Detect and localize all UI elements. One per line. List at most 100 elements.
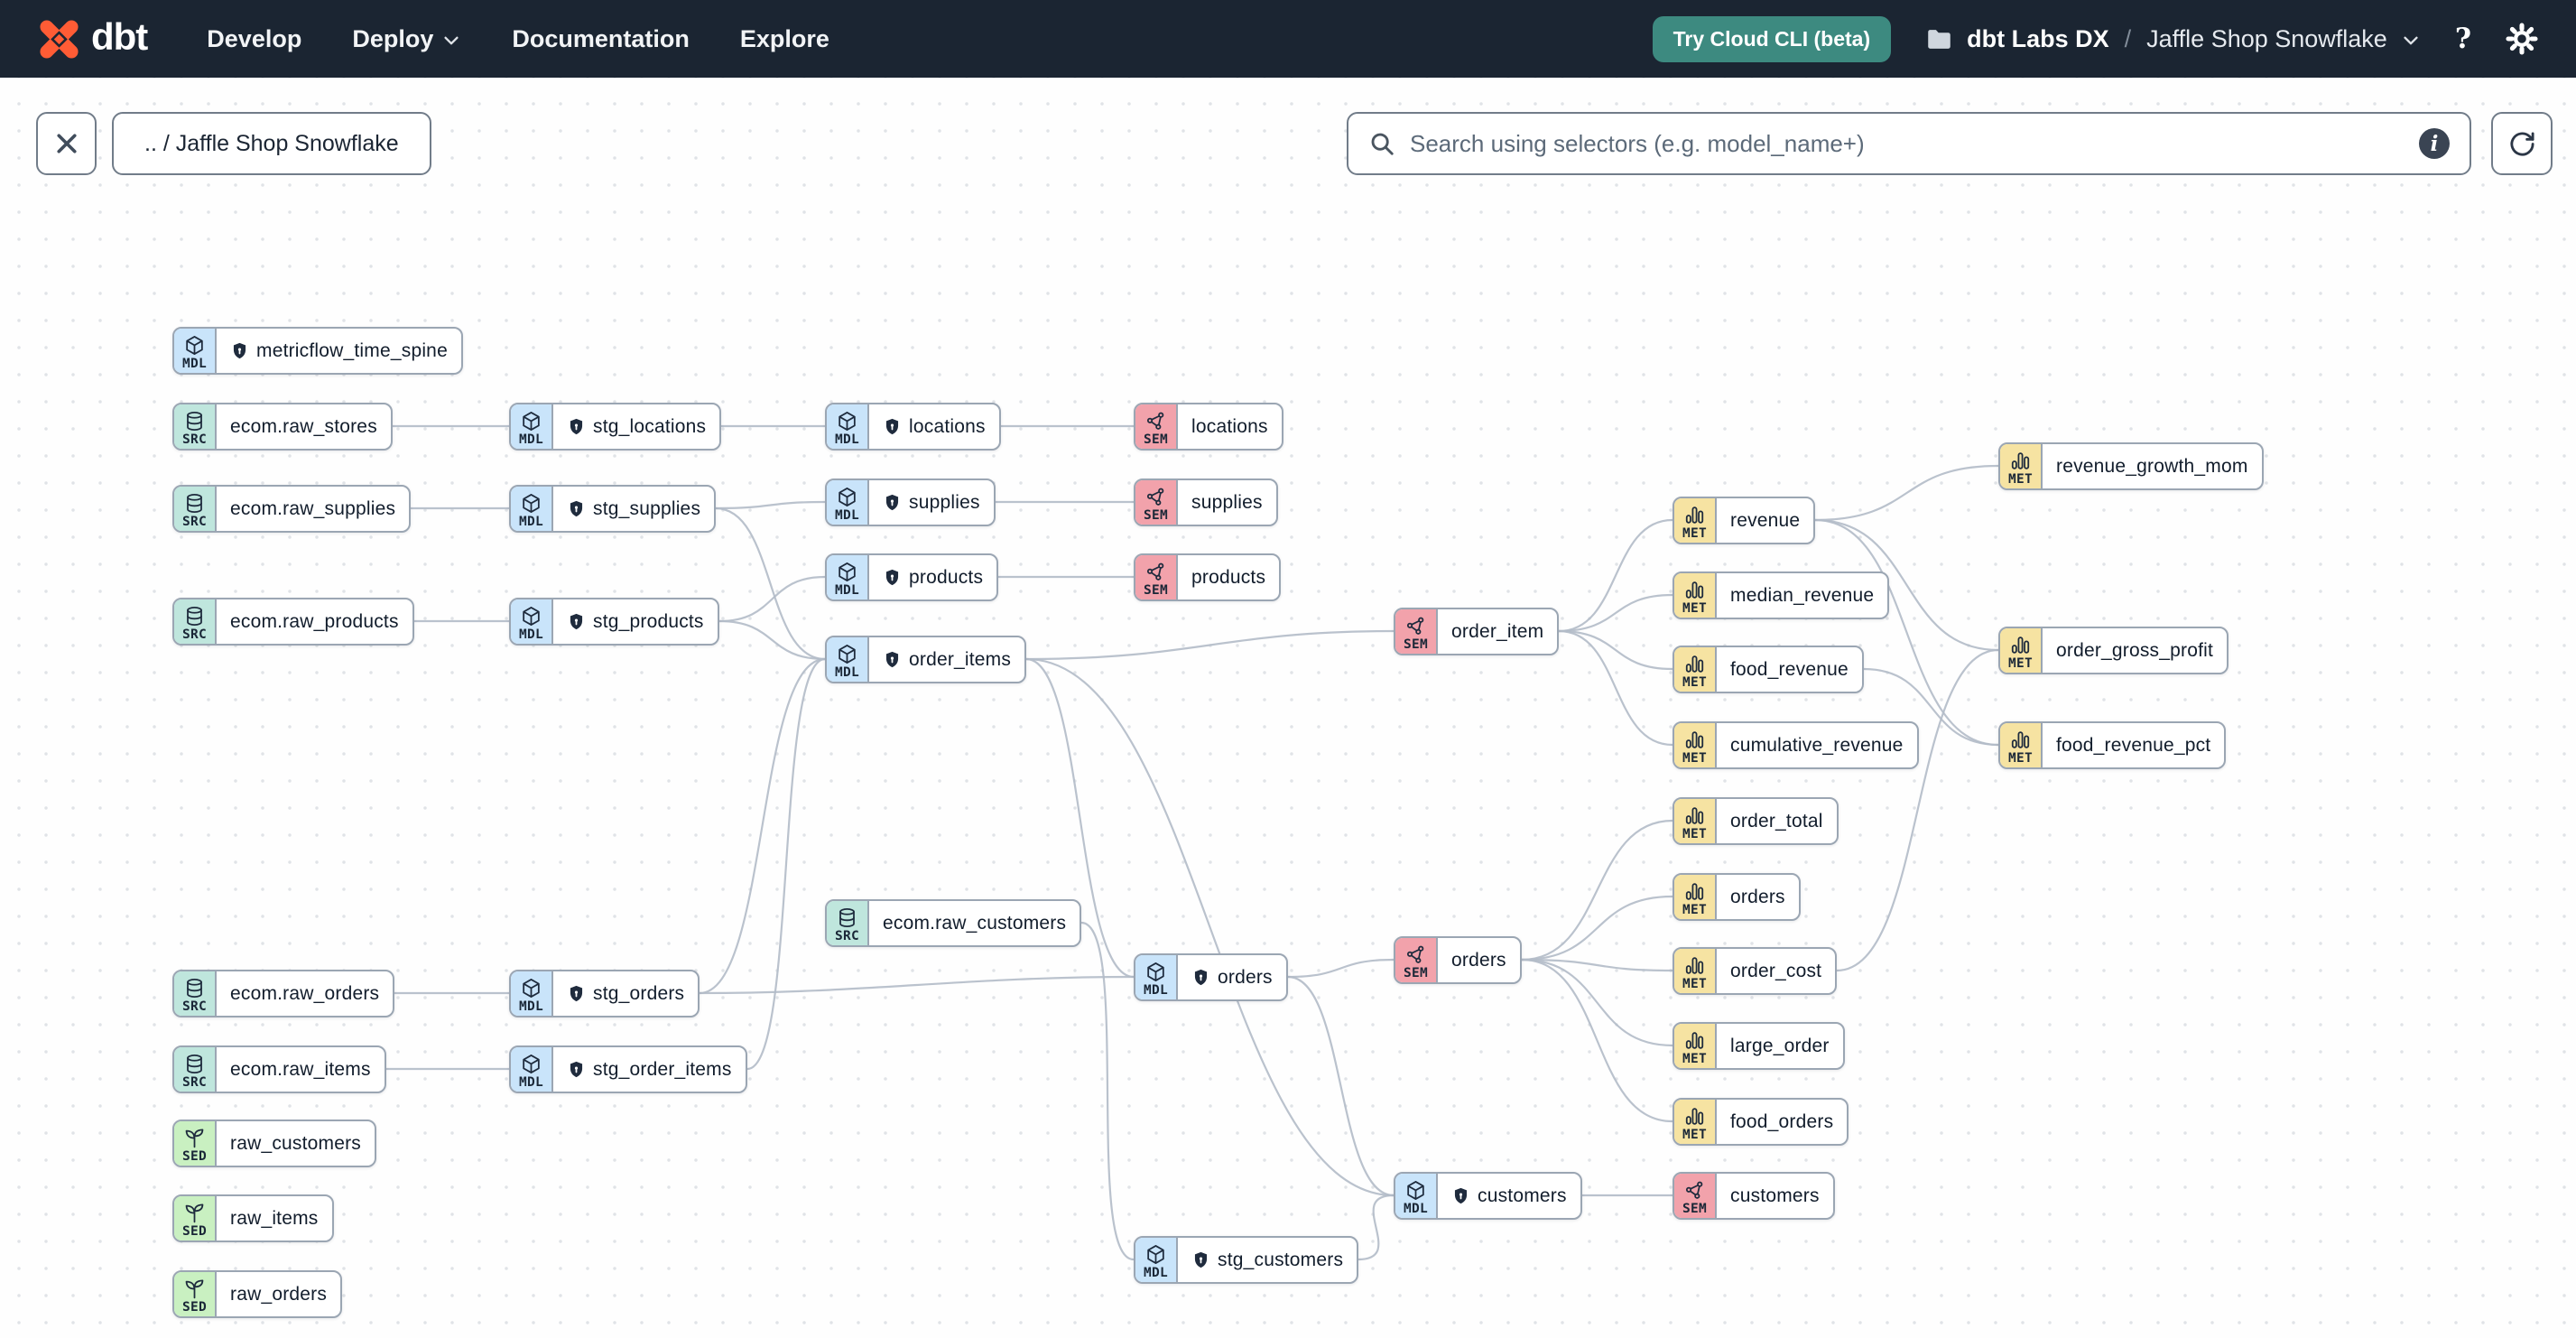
lineage-edge <box>1521 895 1673 962</box>
metric-bars-icon <box>1683 804 1706 827</box>
database-icon <box>183 410 206 432</box>
node-label: metricflow_time_spine <box>217 329 461 373</box>
node-type-tag: SEM <box>1682 1201 1708 1216</box>
nav-item-deploy[interactable]: Deploy <box>352 25 461 53</box>
node-name: locations <box>909 415 986 437</box>
search-input[interactable] <box>1410 129 2405 158</box>
info-icon[interactable]: i <box>2419 128 2450 159</box>
lineage-node-sem_customers[interactable]: SEM customers <box>1673 1172 1835 1220</box>
node-label: food_revenue_pct <box>2043 723 2224 767</box>
node-type-badge: MET <box>1674 498 1717 543</box>
close-lineage-button[interactable] <box>36 112 97 175</box>
node-label: locations <box>1178 404 1282 449</box>
node-type-tag: MET <box>1682 674 1708 690</box>
lineage-node-mdl_order_items[interactable]: MDL order_items <box>825 636 1027 683</box>
help-icon[interactable]: ? <box>2454 23 2471 55</box>
navbar-right: Try Cloud CLI (beta) dbt Labs DX / Jaffl… <box>1652 15 2538 62</box>
lineage-edge <box>718 575 826 623</box>
breadcrumb[interactable]: .. / Jaffle Shop Snowflake <box>112 112 431 175</box>
project-switcher[interactable]: dbt Labs DX / Jaffle Shop Snowflake <box>1925 25 2421 53</box>
lineage-edge <box>1287 975 1395 1197</box>
cube-icon <box>1404 1179 1427 1202</box>
node-label: order_items <box>869 637 1024 682</box>
node-name: supplies <box>909 491 980 513</box>
node-name: ecom.raw_stores <box>230 415 377 437</box>
node-type-badge: MET <box>1674 723 1717 767</box>
semantic-model-icon <box>1144 410 1167 432</box>
node-label: stg_supplies <box>553 487 714 531</box>
node-name: stg_orders <box>593 982 685 1004</box>
node-name: large_order <box>1730 1035 1830 1056</box>
semantic-model-icon <box>1404 943 1427 966</box>
node-type-badge: SRC <box>174 1047 217 1092</box>
nav-item-explore[interactable]: Explore <box>739 24 829 52</box>
node-label: ecom.raw_orders <box>217 971 393 1016</box>
lineage-edge <box>1814 518 1999 652</box>
lineage-node-sem_order_item[interactable]: SEM order_item <box>1394 608 1560 655</box>
node-type-tag: SEM <box>1403 636 1429 652</box>
close-icon <box>56 134 77 153</box>
node-type-badge: MET <box>2000 628 2043 673</box>
lineage-edge <box>1558 629 1673 671</box>
nav-item-develop[interactable]: Develop <box>207 24 302 52</box>
node-label: order_cost <box>1717 949 1835 993</box>
node-name: order_item <box>1451 620 1544 642</box>
gear-icon[interactable] <box>2506 23 2538 55</box>
refresh-button[interactable] <box>2491 112 2553 175</box>
node-type-tag: MDL <box>518 627 544 642</box>
dbt-logo[interactable]: dbt <box>38 18 148 60</box>
node-name: orders <box>1218 966 1273 988</box>
lineage-edge <box>1521 958 1673 1123</box>
node-name: raw_orders <box>230 1283 328 1305</box>
node-type-badge: SRC <box>174 971 217 1016</box>
nav-item-documentation[interactable]: Documentation <box>512 24 690 52</box>
cube-icon <box>520 410 542 432</box>
node-type-badge: MDL <box>827 637 869 682</box>
node-type-tag: MDL <box>834 664 860 680</box>
try-cloud-cli-button[interactable]: Try Cloud CLI (beta) <box>1652 15 1892 62</box>
lineage-node-mdl_locations[interactable]: MDL locations <box>825 403 1001 451</box>
node-name: stg_supplies <box>593 497 701 519</box>
node-name: customers <box>1730 1185 1820 1206</box>
top-navbar: dbt Develop Deploy Documentation Explore… <box>0 0 2576 78</box>
node-type-badge: MDL <box>827 404 869 449</box>
lineage-edge <box>1814 518 1999 747</box>
